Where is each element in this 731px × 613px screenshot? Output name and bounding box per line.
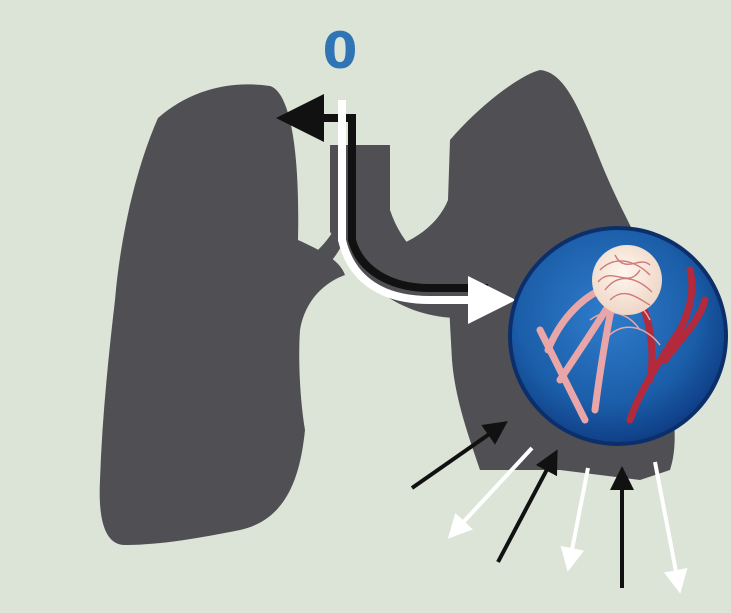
capillary-ball <box>592 245 662 315</box>
white-arrow-down-icon <box>570 468 588 560</box>
oxygen-label: 0 <box>323 22 358 80</box>
white-arrow-down-icon <box>655 462 678 582</box>
left-lung <box>100 84 345 545</box>
